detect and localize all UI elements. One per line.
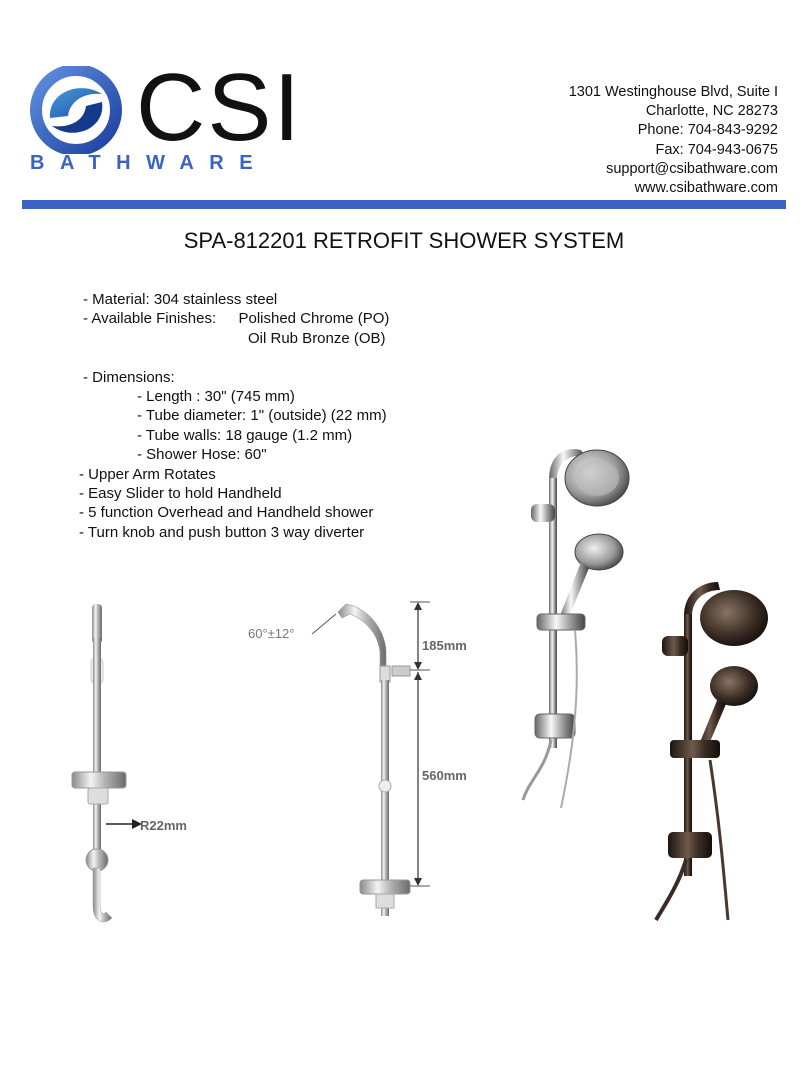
feature-item: - 5 function Overhead and Handheld showe… (79, 504, 374, 522)
spec-list: - Material: 304 stainless steel - Availa… (79, 290, 389, 542)
feature-item: - Turn knob and push button 3 way divert… (79, 523, 365, 541)
page-title: SPA-812201 RETROFIT SHOWER SYSTEM (183, 228, 625, 253)
spec-length: - Length : 30" (745 mm) (137, 388, 295, 406)
spec-finishes: - Available Finishes: Polished Chrome (P… (80, 309, 389, 328)
chrome-product-image (521, 449, 630, 809)
address-line: Charlotte, NC 28273 (645, 103, 778, 120)
header-divider (22, 200, 786, 209)
spec-material: - Material: 304 stainless steel (83, 291, 278, 308)
logo-name: CSI (136, 54, 303, 161)
finish-bronze: Oil Rub Bronze (OB) (248, 329, 386, 347)
feature-item: - Upper Arm Rotates (79, 465, 216, 483)
slide-bar-drawing: R22mm (71, 604, 187, 923)
finish-chrome: Polished Chrome (PO) (238, 310, 390, 328)
finishes-label: - Available Finishes: (83, 310, 217, 328)
contact-address: 1301 Westinghouse Blvd, Suite I Charlott… (569, 83, 778, 198)
bronze-product-image (654, 582, 768, 921)
spec-dimensions: - Dimensions: (83, 368, 175, 386)
angle-label: 60°±12° (248, 626, 294, 641)
logo-swirl-icon (30, 66, 122, 154)
radius-label: R22mm (140, 818, 187, 833)
logo-tagline: BATHWARE (30, 152, 269, 174)
website: www.csibathware.com (634, 180, 778, 197)
riser-dimension-drawing: 60°±12° 185mm 560mm (248, 601, 467, 916)
lower-dimension-label: 560mm (422, 768, 467, 783)
csi-bathware-logo: CSI BATHWARE (28, 60, 300, 176)
spec-tube-diameter: - Tube diameter: 1" (outside) (22 mm) (137, 407, 387, 425)
spec-tube-walls: - Tube walls: 18 gauge (1.2 mm) (137, 426, 353, 444)
email: support@csibathware.com (606, 160, 778, 177)
fax: Fax: 704-943-0675 (655, 141, 778, 158)
phone: Phone: 704-843-9292 (637, 122, 778, 139)
address-line: 1301 Westinghouse Blvd, Suite I (568, 84, 778, 100)
feature-item: - Easy Slider to hold Handheld (79, 485, 282, 503)
spec-shower-hose: - Shower Hose: 60" (137, 446, 267, 464)
upper-dimension-label: 185mm (422, 638, 467, 653)
